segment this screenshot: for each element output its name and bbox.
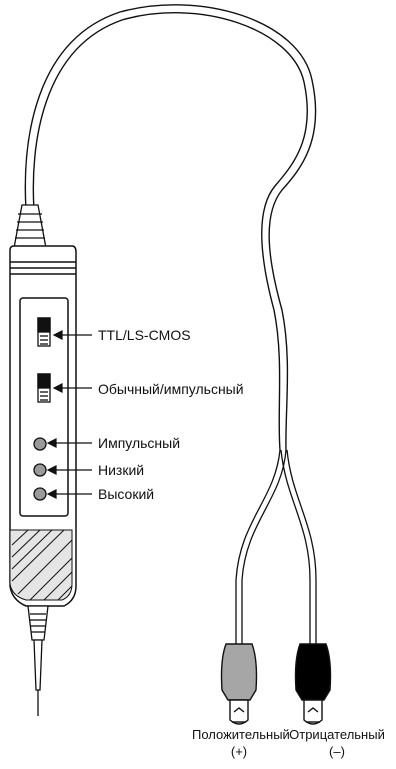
caption-positive-name: Положительный	[192, 726, 286, 743]
strain-relief	[14, 205, 46, 248]
led-pulse	[34, 438, 46, 450]
caption-negative: Отрицательный (–)	[284, 726, 390, 760]
label-high: Высокий	[98, 486, 154, 502]
mode-switch[interactable]	[38, 374, 50, 402]
label-normal-pulse: Обычный/импульсный	[98, 381, 244, 397]
positive-clip	[222, 644, 257, 724]
caption-negative-sign: (–)	[284, 743, 390, 760]
label-pulse: Импульсный	[98, 435, 180, 451]
caption-positive: Положительный (+)	[192, 726, 286, 760]
ttl-switch[interactable]	[38, 318, 50, 346]
label-low: Низкий	[98, 462, 144, 478]
led-indicators	[34, 438, 46, 500]
caption-negative-name: Отрицательный	[284, 726, 390, 743]
probe-tip	[28, 606, 48, 716]
grip-hatching	[10, 530, 72, 600]
led-low	[34, 464, 46, 476]
negative-clip	[296, 644, 331, 724]
caption-positive-sign: (+)	[192, 743, 286, 760]
label-ttl-ls-cmos: TTL/LS-CMOS	[98, 327, 191, 343]
led-high	[34, 488, 46, 500]
probe-leads	[236, 450, 316, 644]
